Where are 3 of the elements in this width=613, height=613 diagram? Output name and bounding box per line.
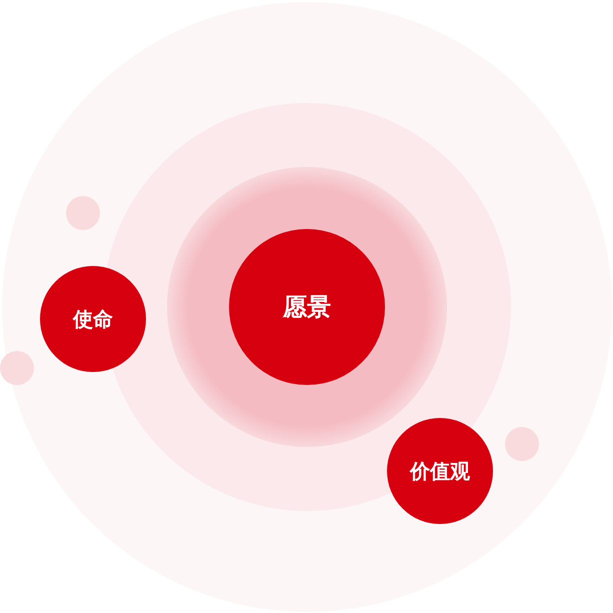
node-label: 价值观 <box>410 458 470 484</box>
node-label: 愿景 <box>283 292 331 323</box>
node-label: 使命 <box>73 306 113 332</box>
